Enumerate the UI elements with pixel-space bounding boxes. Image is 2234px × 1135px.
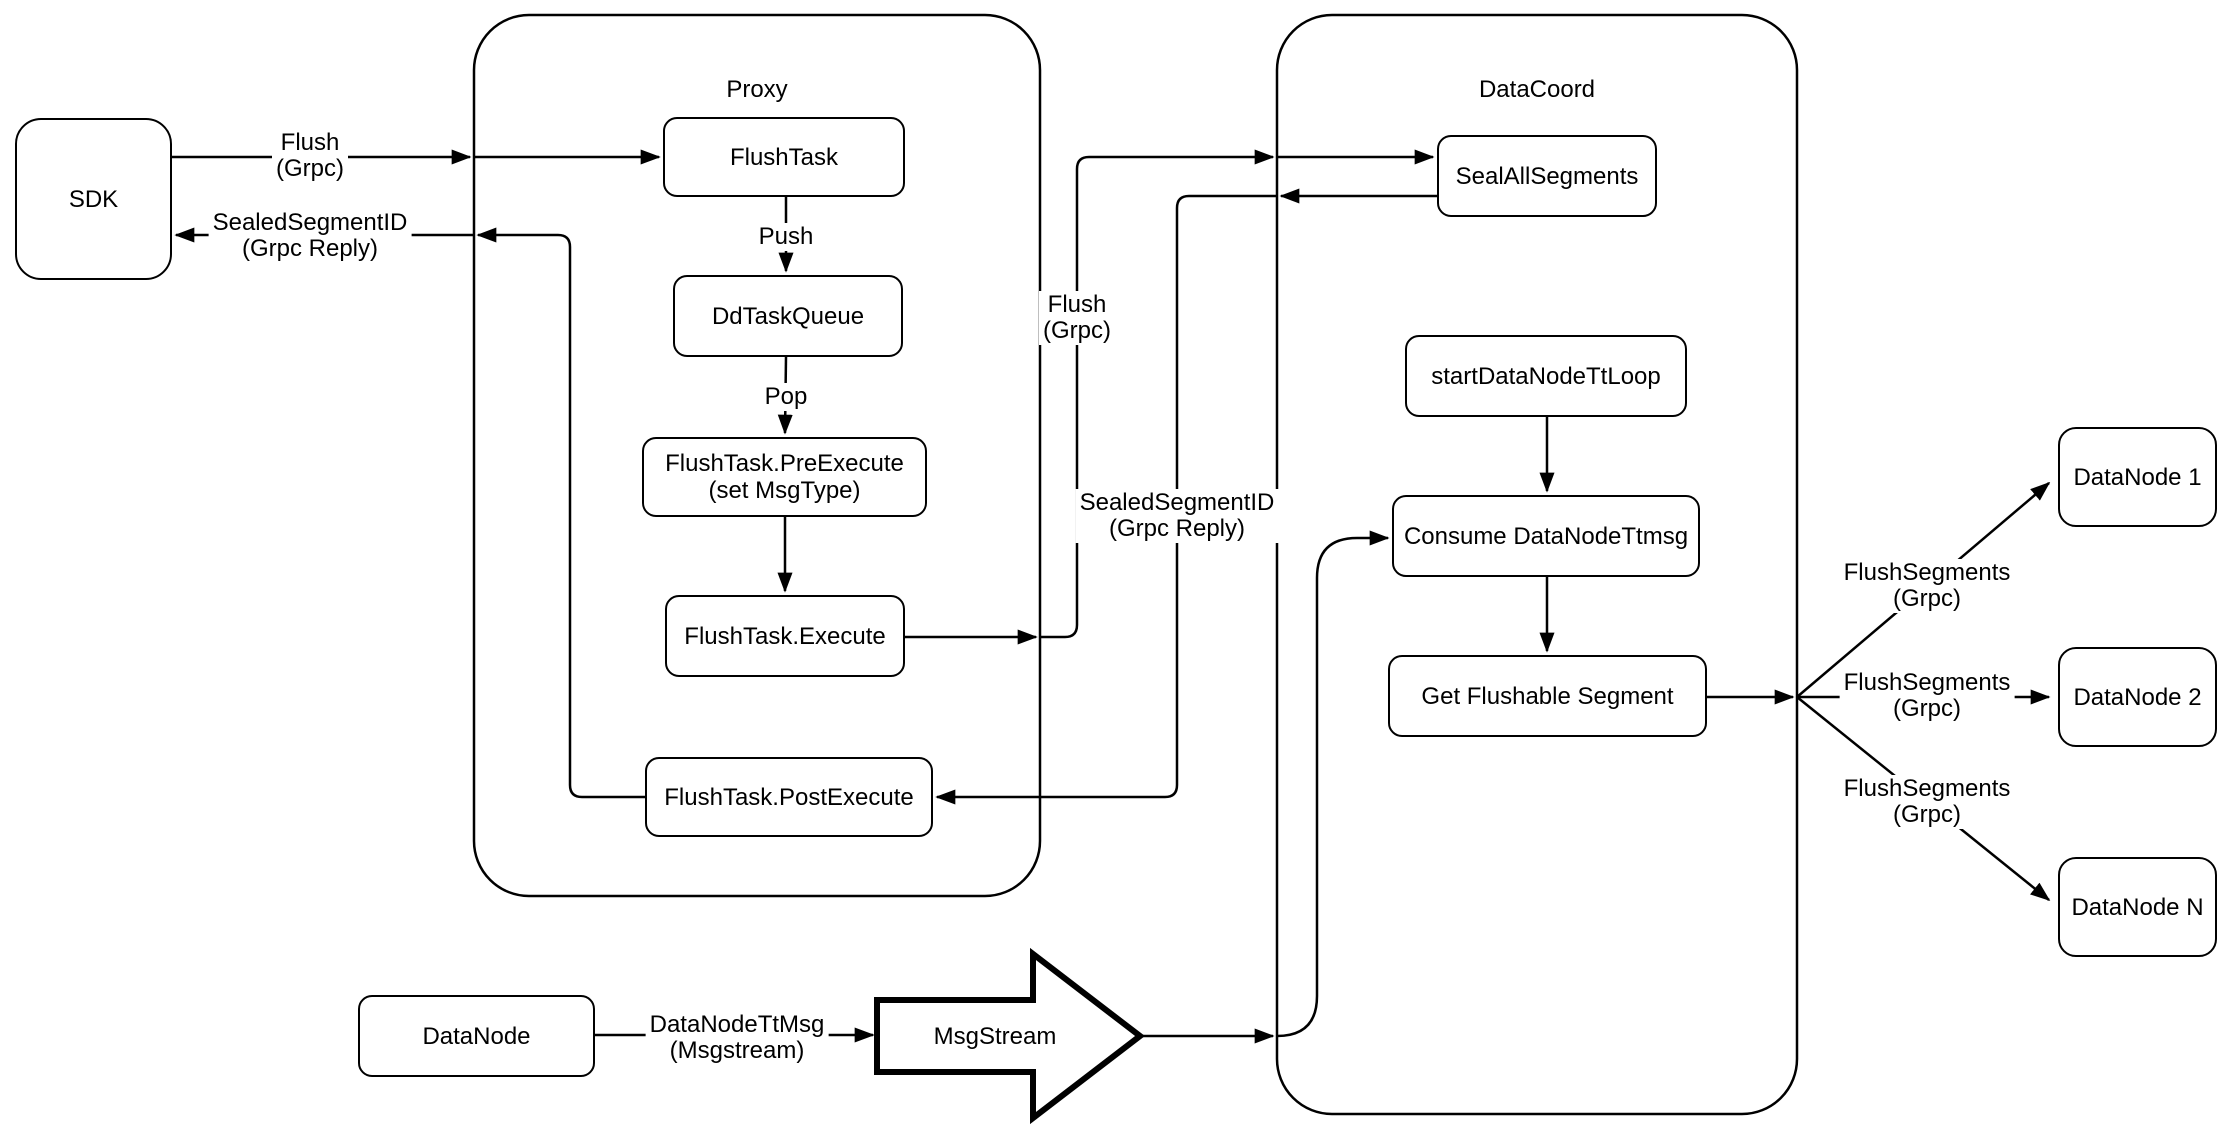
node-consumedatanodettmsg: Consume DataNodeTtmsg [1392, 495, 1700, 577]
node-datanode-n: DataNode N [2058, 857, 2217, 957]
node-datanode-2: DataNode 2 [2058, 647, 2217, 747]
edge-msgstream-to-consume [1276, 530, 1390, 1038]
node-execute: FlushTask.Execute [665, 595, 905, 677]
node-sdk: SDK [15, 118, 172, 280]
edge-label-sealedsegmentid-mid: SealedSegmentID (Grpc Reply) [1075, 489, 1279, 543]
node-sealallsegments: SealAllSegments [1437, 135, 1657, 217]
edge-label-flushsegments-2: FlushSegments (Grpc) [1839, 669, 2015, 723]
node-getflushablesegment: Get Flushable Segment [1388, 655, 1707, 737]
edge-label-flush-grpc-mid: Flush (Grpc) [1039, 291, 1115, 345]
node-ddtaskqueue: DdTaskQueue [673, 275, 903, 357]
edge-label-flushsegments-3: FlushSegments (Grpc) [1839, 775, 2015, 829]
msgstream-arrow-shape [874, 947, 1145, 1125]
msgstream-label: MsgStream [933, 1023, 1057, 1050]
node-flushtask: FlushTask [663, 117, 905, 197]
datacoord-title: DataCoord [1478, 76, 1596, 103]
edge-flush-to-datacoord [1040, 149, 1275, 639]
node-datanode-1: DataNode 1 [2058, 427, 2217, 527]
node-postexecute: FlushTask.PostExecute [645, 757, 933, 837]
node-startdatanodettloop: startDataNodeTtLoop [1405, 335, 1687, 417]
edge-label-pop: Pop [760, 383, 812, 411]
edge-postexecute-to-proxy-edge [476, 227, 645, 799]
edge-label-flushsegments-1: FlushSegments (Grpc) [1839, 559, 2015, 613]
edge-label-sealedsegmentid-sdk: SealedSegmentID (Grpc Reply) [208, 209, 412, 263]
datacoord-container [1275, 13, 1799, 1116]
node-datanode-bottom: DataNode [358, 995, 595, 1077]
proxy-title: Proxy [726, 76, 788, 103]
edge-label-datanodettmsg: DataNodeTtMsg (Msgstream) [645, 1011, 829, 1065]
edge-label-push: Push [754, 223, 818, 251]
edge-label-flush-grpc-sdk: Flush (Grpc) [272, 129, 348, 183]
proxy-container [472, 13, 1042, 898]
node-preexecute: FlushTask.PreExecute (set MsgType) [642, 437, 927, 517]
